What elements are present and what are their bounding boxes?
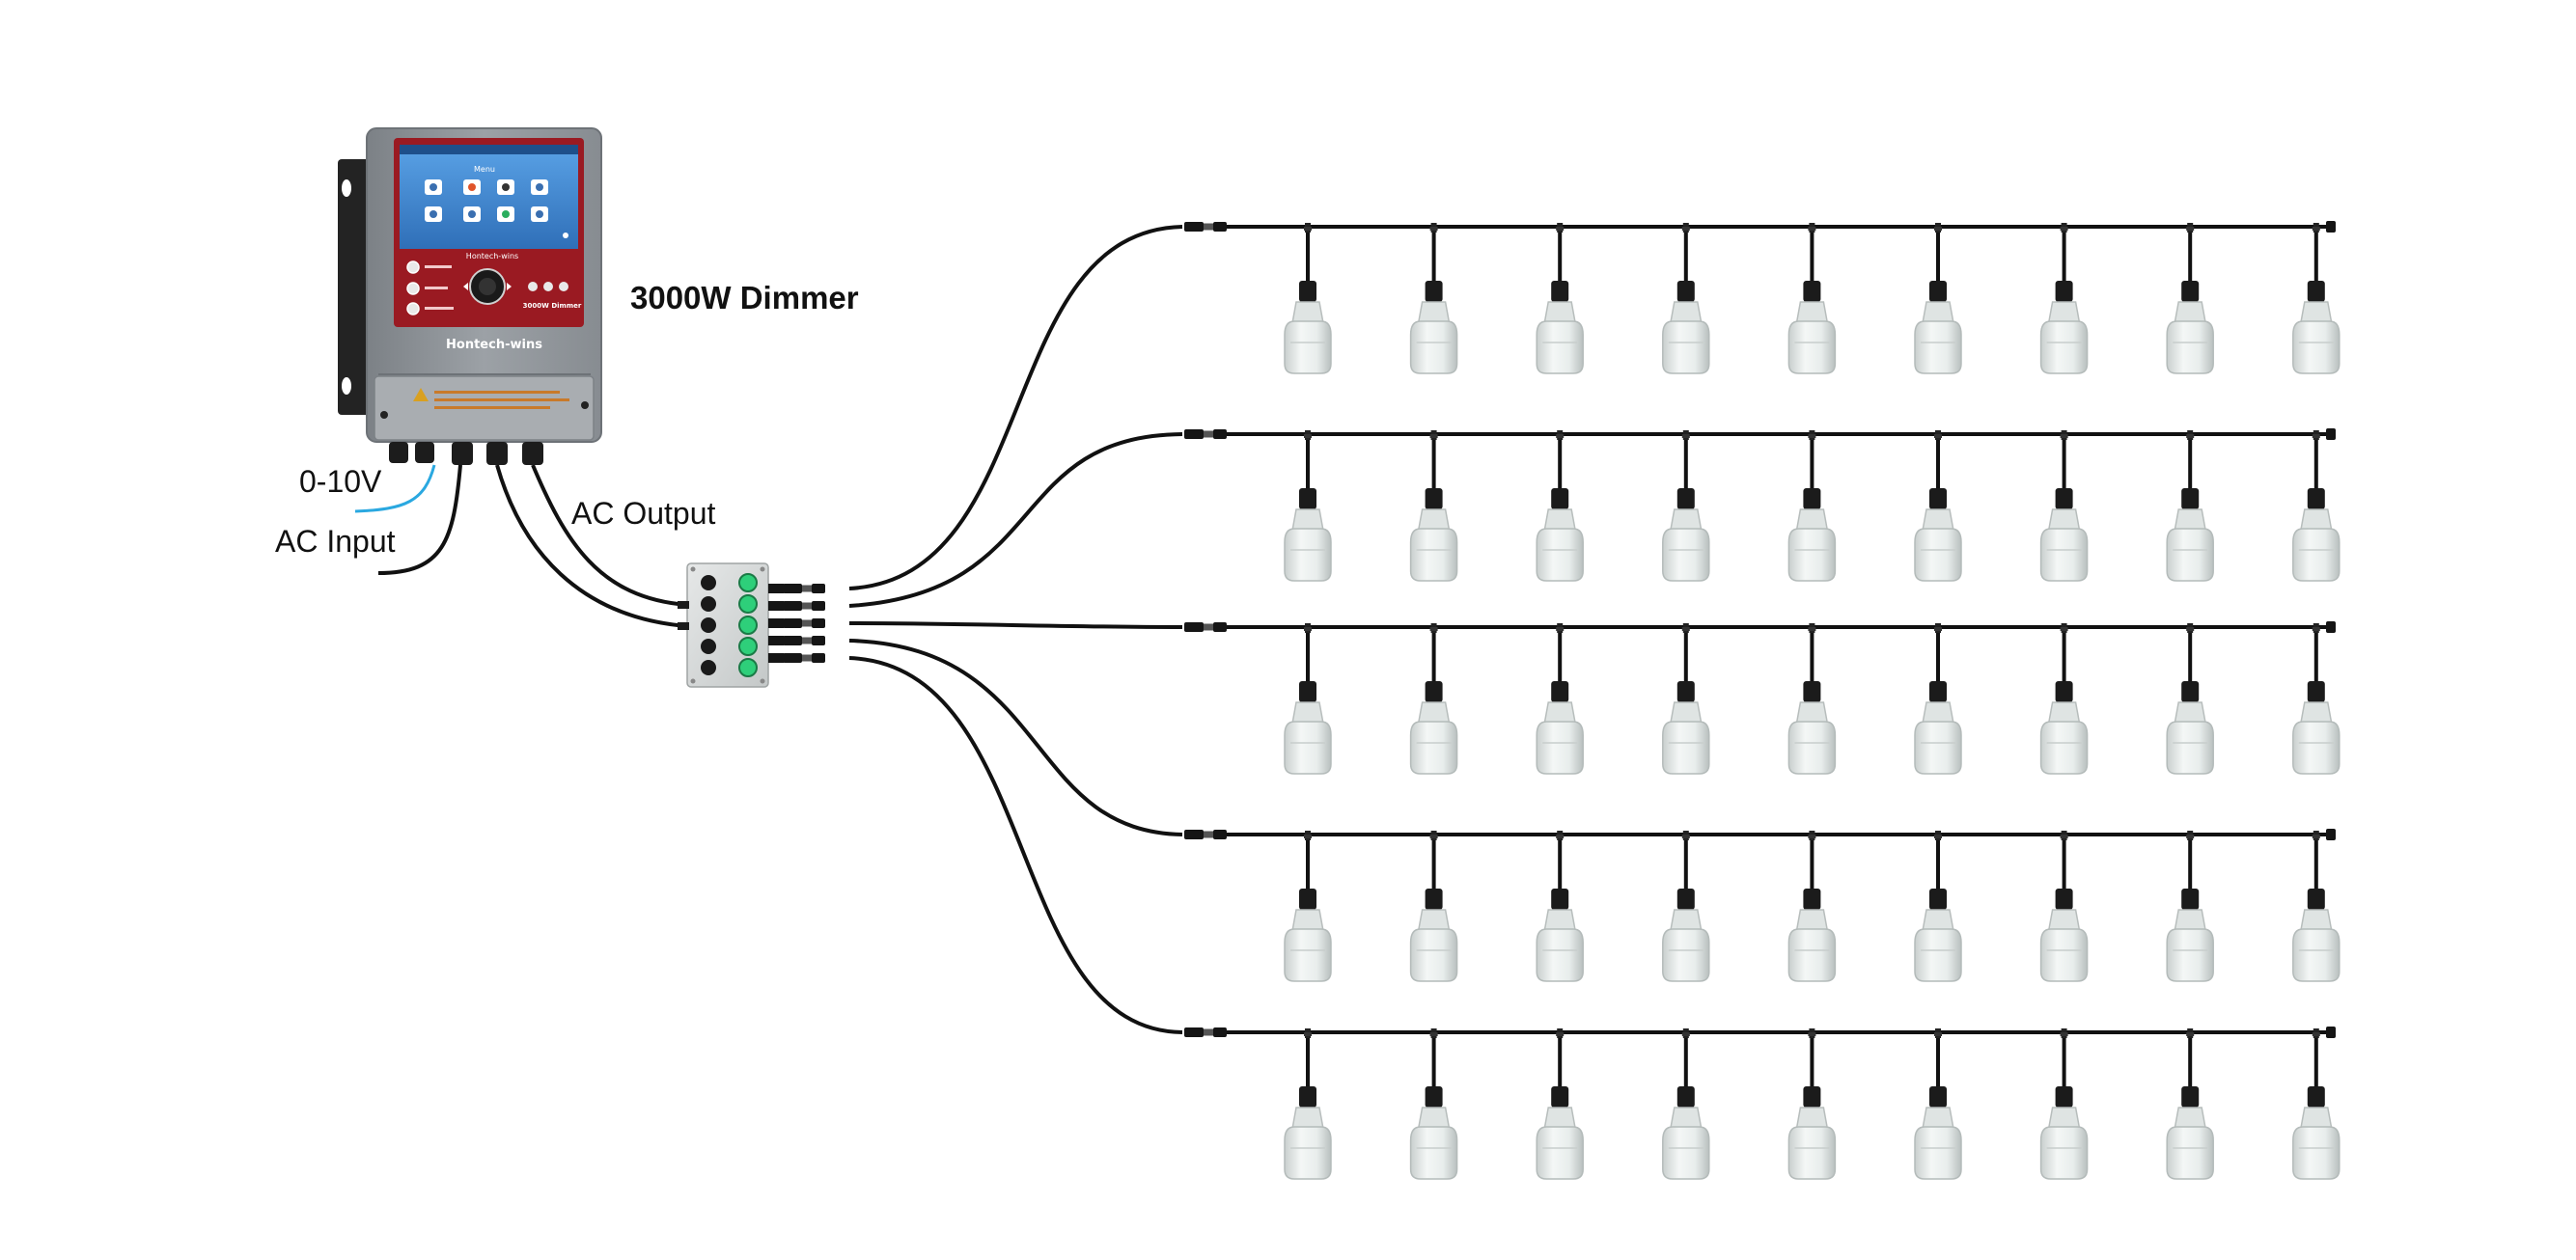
pendant-bulb-icon <box>1913 621 1963 776</box>
pendant-bulb-icon <box>2165 621 2216 776</box>
pendant-bulb-icon <box>1913 428 1963 583</box>
pendant-bulb-icon <box>2290 621 2341 776</box>
output-cable-2 <box>848 432 1183 608</box>
string-connector <box>1184 830 1227 839</box>
pendant-bulb-icon <box>1408 621 1459 776</box>
control-input-label: 0-10V <box>299 464 382 499</box>
output-cable-4 <box>848 639 1183 836</box>
pendant-bulb-icon <box>1283 621 1333 776</box>
cable-gland-icon <box>389 442 543 465</box>
string-end-cap <box>2326 621 2336 633</box>
pendant-bulb-icon <box>1283 428 1333 583</box>
pendant-bulb-icon <box>1787 428 1838 583</box>
pendant-bulb-icon <box>2038 428 2090 583</box>
pendant-bulb-icon <box>2290 829 2341 983</box>
pendant-bulb-icon <box>1787 621 1838 776</box>
pendant-bulb-icon <box>1660 1027 1711 1181</box>
pendant-bulb-icon <box>1408 428 1459 583</box>
light-string-5 <box>1184 1027 2341 1181</box>
pendant-bulb-icon <box>1283 829 1333 983</box>
pendant-bulb-icon <box>1535 829 1586 983</box>
output-cable-1 <box>848 225 1183 590</box>
ac-output-label: AC Output <box>571 496 716 531</box>
panel-model: 3000W Dimmer <box>523 302 582 310</box>
screen-heading: Menu <box>474 165 495 174</box>
pendant-bulb-icon <box>1660 221 1711 375</box>
pendant-bulb-icon <box>2165 1027 2216 1181</box>
controller-output-cable-1 <box>495 464 688 628</box>
panel-brand: Hontech-wins <box>466 252 518 260</box>
pendant-bulb-icon <box>2290 1027 2341 1181</box>
output-cable-3 <box>848 621 1183 629</box>
output-cables <box>848 225 1183 1034</box>
box-connectors <box>768 584 825 663</box>
light-string-1 <box>1184 221 2341 375</box>
pendant-bulb-icon <box>1283 221 1333 375</box>
pendant-bulb-icon <box>2165 428 2216 583</box>
pendant-bulb-icon <box>1283 1027 1333 1181</box>
pendant-bulb-icon <box>2290 428 2341 583</box>
indicator-light-icon <box>738 573 758 677</box>
control-cable <box>354 464 436 513</box>
output-cable-5 <box>848 656 1183 1034</box>
pendant-bulb-icon <box>1913 1027 1963 1181</box>
pendant-bulb-icon <box>1535 621 1586 776</box>
string-connector <box>1184 1027 1227 1037</box>
pendant-bulb-icon <box>2038 1027 2090 1181</box>
dimmer-controller: Menu Hontech-wins <box>338 127 602 465</box>
pendant-bulb-icon <box>1408 1027 1459 1181</box>
pendant-bulb-icon <box>1660 621 1711 776</box>
pendant-bulb-icon <box>2038 621 2090 776</box>
pendant-bulb-icon <box>1408 829 1459 983</box>
pendant-bulb-icon <box>1408 221 1459 375</box>
string-connector <box>1184 222 1227 232</box>
pendant-bulb-icon <box>1787 221 1838 375</box>
pendant-bulb-icon <box>1787 1027 1838 1181</box>
string-end-cap <box>2326 428 2336 440</box>
pendant-bulb-icon <box>1535 221 1586 375</box>
pendant-bulb-icon <box>1913 221 1963 375</box>
dimmer-title: 3000W Dimmer <box>630 280 859 315</box>
ac-input-cable <box>377 464 462 575</box>
string-end-cap <box>2326 829 2336 840</box>
light-string-2 <box>1184 428 2341 583</box>
switch-box <box>678 562 769 688</box>
pendant-bulb-icon <box>1660 428 1711 583</box>
light-string-3 <box>1184 621 2341 776</box>
pendant-bulb-icon <box>1913 829 1963 983</box>
string-connector <box>1184 429 1227 439</box>
pendant-bulb-icon <box>1660 829 1711 983</box>
rotary-knob-icon <box>463 268 512 305</box>
pendant-bulb-icon <box>2165 221 2216 375</box>
ac-input-label: AC Input <box>275 524 396 559</box>
string-end-cap <box>2326 1027 2336 1038</box>
rotary-switch-icon <box>701 575 716 675</box>
controller-output-cable-2 <box>531 464 688 607</box>
string-connector <box>1184 622 1227 632</box>
pendant-bulb-icon <box>2165 829 2216 983</box>
pendant-bulb-icon <box>2290 221 2341 375</box>
pendant-bulb-icon <box>2038 221 2090 375</box>
pendant-bulb-icon <box>1787 829 1838 983</box>
pendant-bulb-icon <box>1535 428 1586 583</box>
string-end-cap <box>2326 221 2336 233</box>
touch-screen-icon: Menu <box>400 145 578 249</box>
housing-brand: Hontech-wins <box>446 338 542 352</box>
pendant-bulb-icon <box>1535 1027 1586 1181</box>
pendant-bulb-icon <box>2038 829 2090 983</box>
light-string-4 <box>1184 829 2341 983</box>
light-strings <box>1184 221 2341 1181</box>
